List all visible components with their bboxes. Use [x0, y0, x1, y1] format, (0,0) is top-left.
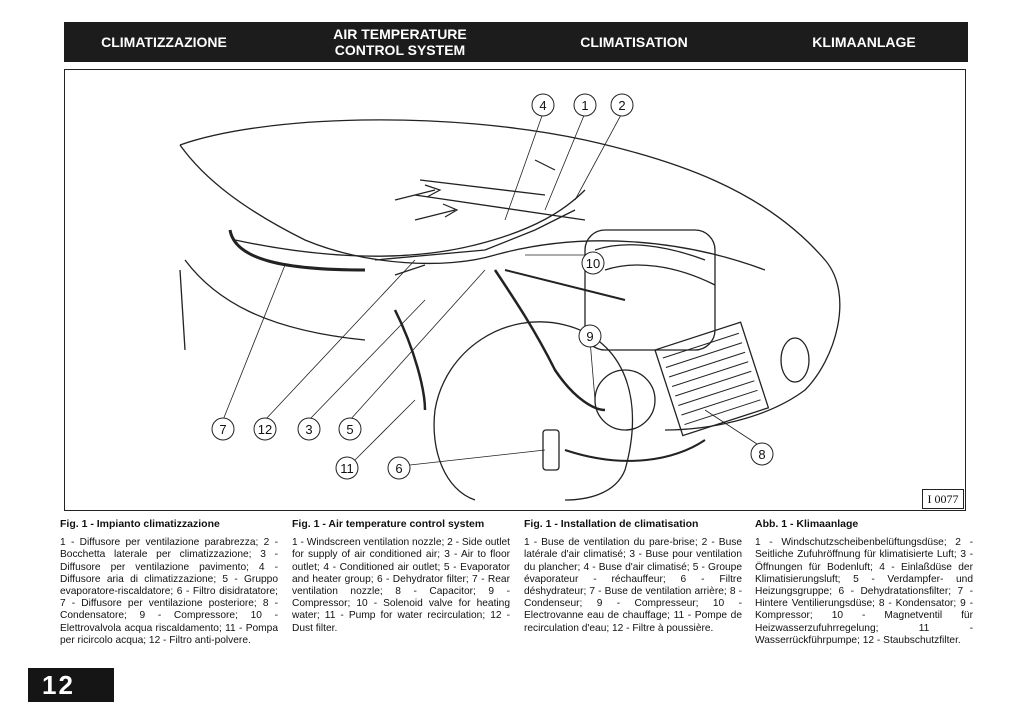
callout-8: 8: [750, 442, 774, 466]
svg-text:7: 7: [219, 422, 226, 437]
caption-english-body: 1 - Windscreen ventilation nozzle; 2 - S…: [292, 537, 511, 634]
callout-6: 6: [387, 456, 411, 480]
svg-text:6: 6: [395, 461, 402, 476]
caption-english: Fig. 1 - Air temperature control system …: [292, 518, 510, 635]
callout-2: 2: [610, 93, 634, 117]
svg-text:9: 9: [586, 329, 593, 344]
car-illustration: 4 1 2 10 9 7 12 3 5 8 11 6: [179, 93, 841, 501]
svg-text:8: 8: [758, 447, 765, 462]
system-diagram: 4 1 2 10 9 7 12 3 5 8 11 6 I 0077: [64, 69, 966, 511]
svg-text:5: 5: [346, 422, 353, 437]
header-german: KLIMAANLAGE: [812, 34, 916, 50]
callout-10: 10: [581, 251, 605, 275]
caption-german: Abb. 1 - Klimaanlage 1 - Windschutzschei…: [755, 518, 973, 647]
caption-german-body: 1 - Windschutzscheibenbelüftungsdüse; 2 …: [755, 537, 973, 646]
caption-german-title: Abb. 1 - Klimaanlage: [755, 518, 859, 530]
figure-code: I 0077: [922, 489, 964, 509]
svg-text:1: 1: [581, 98, 588, 113]
callout-7: 7: [211, 417, 235, 441]
callout-1: 1: [573, 93, 597, 117]
svg-text:12: 12: [258, 422, 272, 437]
header-english-line1: AIR TEMPERATURE: [333, 26, 467, 42]
callout-3: 3: [297, 417, 321, 441]
callout-9: 9: [578, 324, 602, 348]
header-italian: CLIMATIZZAZIONE: [101, 34, 227, 50]
caption-french-title: Fig. 1 - Installation de climatisation: [524, 518, 699, 530]
caption-english-title: Fig. 1 - Air temperature control system: [292, 518, 485, 530]
caption-french: Fig. 1 - Installation de climatisation 1…: [524, 518, 742, 635]
svg-text:3: 3: [305, 422, 312, 437]
section-header: CLIMATIZZAZIONE AIR TEMPERATURE CONTROL …: [64, 22, 968, 62]
caption-italian-body: 1 - Diffusore per ventilazione parabrezz…: [60, 537, 278, 646]
svg-text:11: 11: [340, 461, 354, 476]
svg-text:2: 2: [618, 98, 625, 113]
svg-text:4: 4: [539, 98, 546, 113]
callout-11: 11: [335, 456, 359, 480]
caption-italian: Fig. 1 - Impianto climatizzazione 1 - Di…: [60, 518, 278, 647]
callout-5: 5: [338, 417, 362, 441]
callout-12: 12: [253, 417, 277, 441]
caption-italian-title: Fig. 1 - Impianto climatizzazione: [60, 518, 220, 530]
header-english-line2: CONTROL SYSTEM: [334, 42, 466, 58]
header-french: CLIMATISATION: [580, 34, 688, 50]
page-number: 12: [28, 668, 114, 702]
header-english: AIR TEMPERATURE CONTROL SYSTEM: [290, 22, 510, 62]
callout-4: 4: [531, 93, 555, 117]
caption-french-body: 1 - Buse de ventilation du pare-brise; 2…: [524, 537, 742, 634]
svg-text:10: 10: [586, 256, 600, 271]
